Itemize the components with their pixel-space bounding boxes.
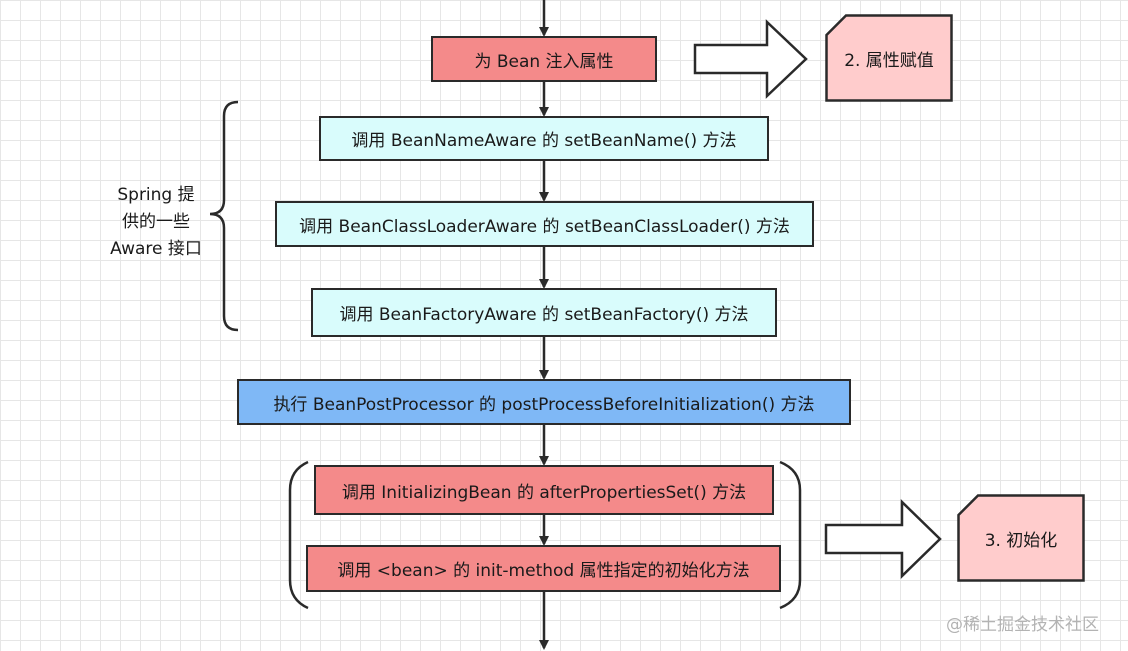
init-method-label: 调用 <bean> 的 init-method 属性指定的初始化方法 [337, 561, 750, 581]
note-card-shape [825, 14, 953, 102]
initializing-bean-box: 调用 InitializingBean 的 afterPropertiesSet… [314, 465, 774, 515]
watermark: @稀土掘金技术社区 [946, 615, 1099, 635]
aware-curly-brace [209, 100, 239, 332]
hollow-arrow-assign [693, 19, 808, 99]
aware-interfaces-label: Spring 提 供的一些 Aware 接口 [96, 182, 216, 263]
init-left-bracket [288, 460, 309, 610]
aware-label-line-1: Spring 提 [117, 185, 195, 205]
post-process-before-box: 执行 BeanPostProcessor 的 postProcessBefore… [237, 379, 851, 425]
note-property-assign-label: 2. 属性赋值 [844, 50, 934, 71]
bean-name-aware-label: 调用 BeanNameAware 的 setBeanName() 方法 [351, 131, 737, 151]
note-property-assign: 2. 属性赋值 [825, 14, 953, 102]
hollow-arrow-init [824, 499, 942, 579]
init-method-box: 调用 <bean> 的 init-method 属性指定的初始化方法 [306, 545, 781, 592]
inject-properties-box: 为 Bean 注入属性 [431, 36, 657, 82]
aware-label-line-2: 供的一些 [122, 212, 190, 232]
note-card-shape [957, 494, 1085, 582]
post-process-before-label: 执行 BeanPostProcessor 的 postProcessBefore… [273, 394, 815, 415]
aware-label-line-3: Aware 接口 [110, 239, 202, 259]
bean-classloader-aware-box: 调用 BeanClassLoaderAware 的 setBeanClassLo… [275, 201, 814, 247]
inject-properties-label: 为 Bean 注入属性 [474, 51, 614, 72]
init-right-bracket [779, 460, 802, 610]
initializing-bean-label: 调用 InitializingBean 的 afterPropertiesSet… [341, 482, 747, 503]
bean-factory-aware-box: 调用 BeanFactoryAware 的 setBeanFactory() 方… [311, 288, 777, 337]
bean-factory-aware-label: 调用 BeanFactoryAware 的 setBeanFactory() 方… [339, 305, 749, 325]
bean-classloader-aware-label: 调用 BeanClassLoaderAware 的 setBeanClassLo… [299, 216, 790, 237]
note-initialization: 3. 初始化 [957, 494, 1085, 582]
note-initialization-label: 3. 初始化 [984, 530, 1058, 551]
bean-name-aware-box: 调用 BeanNameAware 的 setBeanName() 方法 [319, 116, 769, 161]
